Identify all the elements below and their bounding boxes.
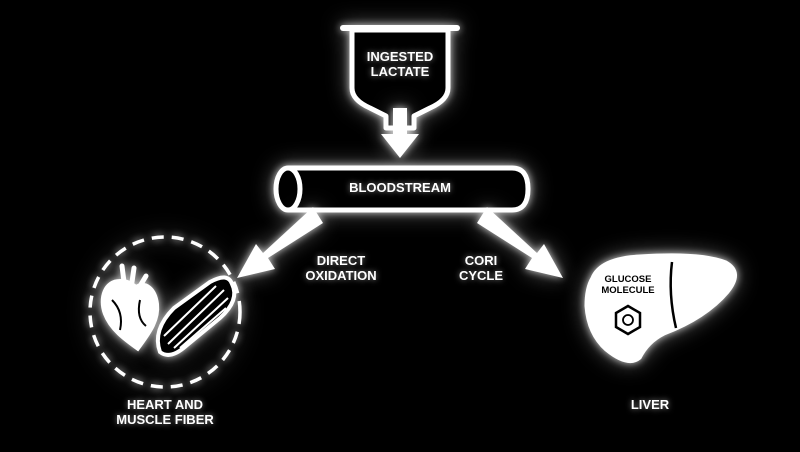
left-target-line1: HEART AND bbox=[126, 397, 204, 412]
source-label-line1: INGESTED bbox=[366, 49, 434, 64]
liver-inner-label: GLUCOSE MOLECULE bbox=[592, 274, 664, 297]
right-pathway-label: CORI CYCLE bbox=[446, 253, 516, 284]
tube-icon bbox=[273, 165, 531, 213]
arrow-right-down-icon bbox=[477, 207, 563, 278]
left-pathway-line1: DIRECT bbox=[316, 253, 366, 268]
left-target-label: HEART AND MUSCLE FIBER bbox=[90, 397, 240, 428]
left-target-line2: MUSCLE FIBER bbox=[116, 411, 214, 427]
left-pathway-line2: OXIDATION bbox=[305, 267, 377, 283]
arrow-down-icon bbox=[381, 108, 419, 158]
hub-label: BLOODSTREAM bbox=[349, 180, 451, 195]
dashed-circle bbox=[88, 235, 242, 389]
right-pathway-line2: CYCLE bbox=[458, 267, 504, 283]
source-label: INGESTED LACTATE bbox=[352, 49, 448, 80]
source-label-line2: LACTATE bbox=[370, 63, 430, 79]
muscle-fiber-icon bbox=[155, 275, 237, 357]
right-pathway-line1: CORI bbox=[464, 253, 498, 268]
funnel-icon bbox=[340, 25, 460, 131]
right-target-label: LIVER bbox=[630, 397, 670, 412]
left-pathway-label: DIRECT OXIDATION bbox=[286, 253, 396, 284]
liver-inner-line1: GLUCOSE bbox=[604, 274, 652, 285]
benzene-ring-icon bbox=[614, 304, 642, 336]
liver-icon bbox=[584, 253, 737, 364]
arrow-left-down-icon bbox=[237, 207, 323, 278]
heart-icon bbox=[100, 263, 160, 352]
liver-inner-line2: MOLECULE bbox=[601, 284, 655, 296]
